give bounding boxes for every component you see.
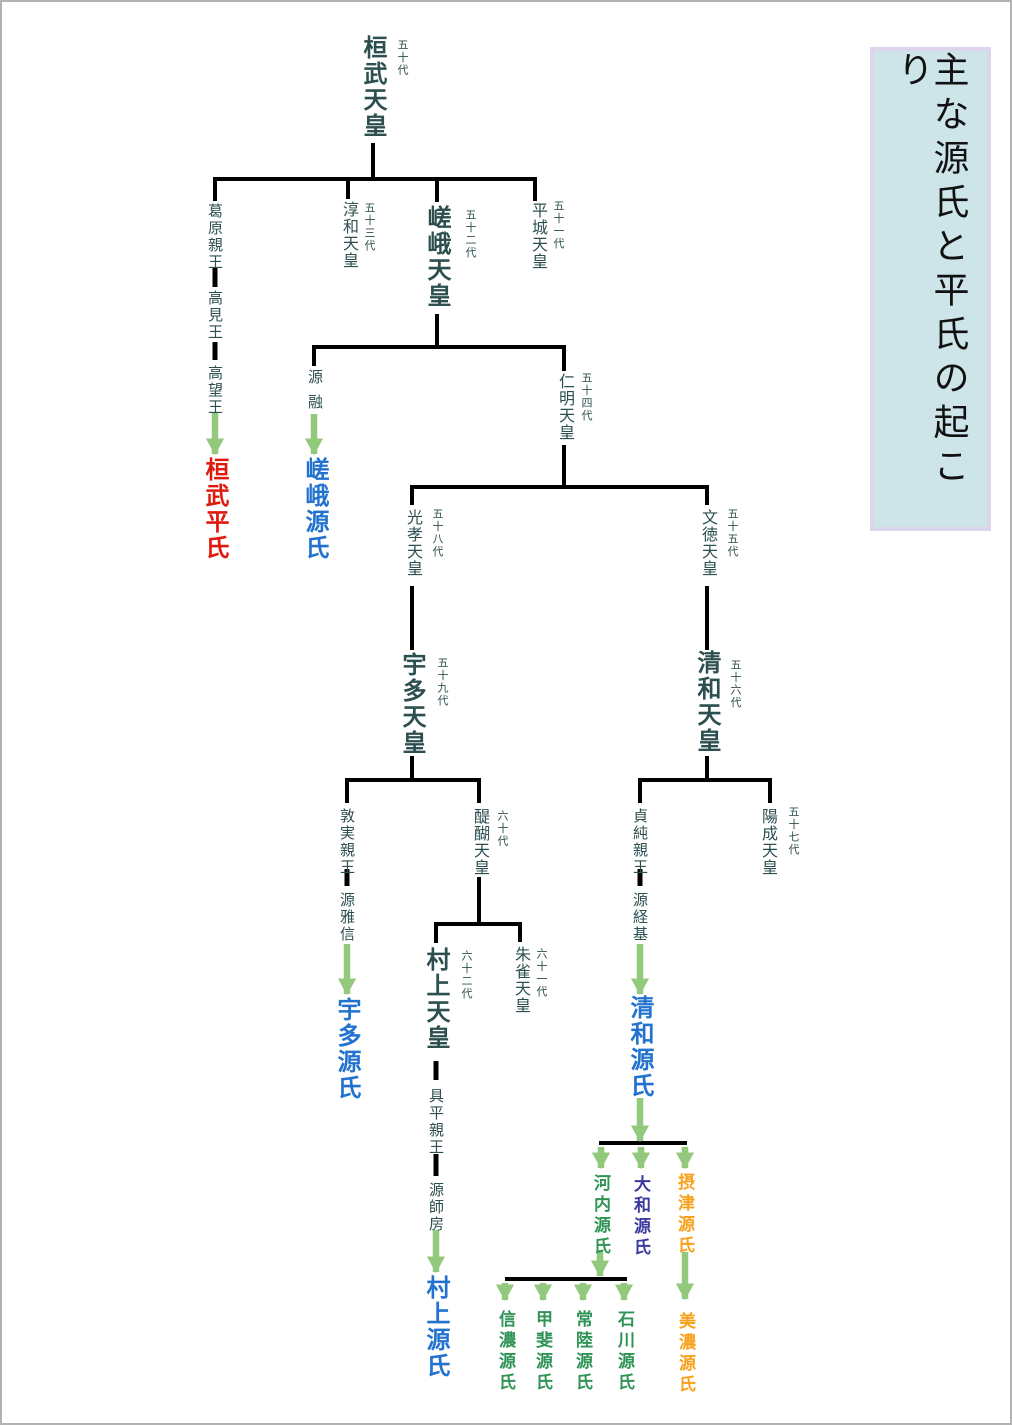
node-prince-sadazumi: 貞純親王 (631, 808, 648, 876)
clan-hitachi-genji: 常陸源氏 (573, 1310, 592, 1394)
clan-seiwa-genji: 清和源氏 (626, 995, 653, 1099)
node-emperor-kanmu: 桓武天皇 (359, 35, 386, 139)
node-minamoto-masanobu: 源雅信 (338, 892, 355, 943)
clan-mino-genji: 美濃源氏 (676, 1312, 695, 1396)
gen-label-uda: 五十九代 (436, 657, 448, 707)
gen-label-ninmyo: 五十四代 (580, 372, 592, 422)
node-emperor-saga: 嵯峨天皇 (423, 205, 450, 309)
page-title: 主な源氏と平氏の起こり (892, 51, 970, 491)
node-prince-takami: 高見王 (206, 290, 223, 341)
clan-kawachi-genji: 河内源氏 (591, 1174, 610, 1258)
gen-label-daigo: 六十代 (496, 810, 508, 848)
clan-murakami-genji: 村上源氏 (422, 1275, 449, 1379)
node-emperor-seiwa: 清和天皇 (693, 650, 720, 754)
gen-label-kanmu: 五十代 (396, 39, 408, 77)
node-emperor-junna: 淳和天皇 (340, 201, 357, 269)
node-minamoto-tsunemoto: 源経基 (631, 892, 648, 943)
clan-settsu-genji: 摂津源氏 (675, 1173, 694, 1257)
generation-link-dashes (212, 267, 643, 1176)
node-emperor-daigo: 醍醐天皇 (471, 808, 488, 876)
gen-label-montoku: 五十五代 (726, 508, 738, 558)
node-emperor-murakami: 村上天皇 (422, 947, 449, 1051)
gen-label-suzaku: 六十一代 (535, 948, 547, 998)
node-minamoto-morofusa: 源師房 (427, 1182, 444, 1233)
gen-label-murakami: 六十二代 (460, 950, 472, 1000)
node-emperor-heizei: 平城天皇 (529, 202, 546, 270)
gen-label-saga: 五十二代 (464, 209, 476, 259)
gen-label-junna: 五十三代 (363, 202, 375, 252)
node-emperor-yozei: 陽成天皇 (759, 808, 776, 876)
node-prince-atsumi: 敦実親王 (338, 808, 355, 876)
gen-label-heizei: 五十一代 (552, 200, 564, 250)
node-emperor-ninmyo: 仁明天皇 (556, 373, 573, 441)
node-emperor-koko: 光孝天皇 (404, 509, 421, 577)
gen-label-koko: 五十八代 (431, 508, 443, 558)
clan-ishikawa-genji: 石川源氏 (615, 1310, 634, 1394)
node-emperor-uda: 宇多天皇 (398, 652, 425, 756)
node-prince-takamochi: 高望王 (206, 365, 223, 416)
clan-yamato-genji: 大和源氏 (631, 1175, 650, 1259)
clan-saga-genji: 嵯峨源氏 (301, 457, 328, 561)
node-prince-katsurabara: 葛原親王 (206, 203, 223, 271)
gen-label-yozei: 五十七代 (787, 806, 799, 856)
clan-kanmu-heishi: 桓武平氏 (201, 457, 228, 561)
gen-label-seiwa: 五十六代 (729, 659, 741, 709)
node-prince-tomohira: 具平親王 (427, 1088, 444, 1156)
descent-lines (213, 143, 772, 1281)
clan-kai-genji: 甲斐源氏 (533, 1310, 552, 1394)
node-emperor-suzaku: 朱雀天皇 (512, 946, 529, 1014)
node-minamoto-toru: 源融 (306, 369, 323, 419)
clan-uda-genji: 宇多源氏 (333, 997, 360, 1101)
title-box: 主な源氏と平氏の起こり (870, 47, 991, 531)
clan-shinano-genji: 信濃源氏 (496, 1310, 515, 1394)
clan-descent-arrows (205, 412, 695, 1302)
node-emperor-montoku: 文徳天皇 (699, 509, 716, 577)
